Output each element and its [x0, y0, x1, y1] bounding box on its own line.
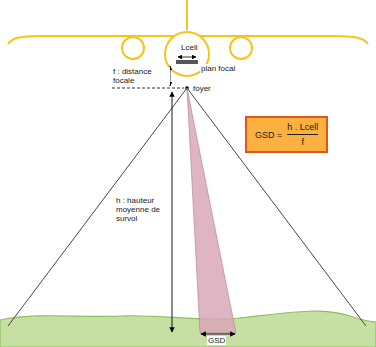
focal-plane — [176, 60, 198, 64]
cell-size-label: Lcell — [180, 43, 198, 52]
height-label: h : hauteur moyenne de survol — [115, 196, 171, 223]
gsd-arrow — [201, 334, 235, 335]
cone-line — [8, 88, 187, 326]
pixel-cone — [187, 88, 236, 333]
focal-dash — [112, 88, 184, 89]
aircraft-outline — [8, 0, 368, 76]
focal-length-label: f : distance focale — [112, 67, 170, 85]
ground-hills — [0, 311, 376, 347]
formula-lhs: GSD = — [255, 130, 282, 140]
lcell-arrow — [178, 57, 196, 58]
numerator: h . Lcell — [287, 122, 318, 132]
formula-box: GSD = h . Lcell f — [245, 116, 328, 153]
denominator: f — [302, 137, 305, 147]
gsd-label: GSD — [207, 336, 226, 345]
fraction: h . Lcell f — [287, 122, 318, 147]
focal-plane-label: plan focal — [200, 64, 236, 73]
fraction-bar — [287, 134, 318, 135]
height-arrow — [172, 92, 173, 332]
focus-label: foyer — [192, 84, 212, 93]
